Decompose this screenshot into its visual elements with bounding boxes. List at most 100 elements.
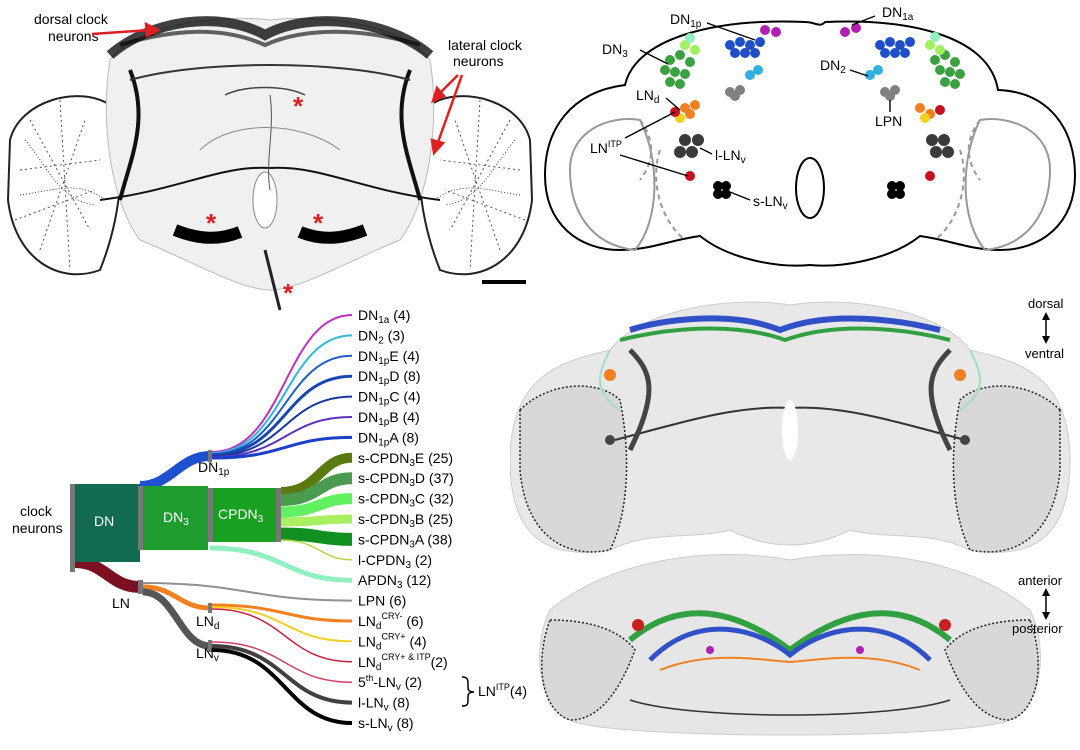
node-cpdn3-label: CPDN3 bbox=[218, 506, 264, 525]
sankey-link bbox=[211, 606, 353, 643]
sankey-link bbox=[211, 435, 353, 460]
sankey-item-label: DN1pD (8) bbox=[358, 368, 420, 387]
sankey-item-label: DN1pC (4) bbox=[358, 389, 420, 408]
sankey-link bbox=[280, 493, 353, 518]
node-cpdn3-bar-right bbox=[276, 488, 281, 542]
label-lateral-clock-neurons-line1: lateral clock bbox=[448, 37, 523, 53]
sankey-item-label: APDN3 (12) bbox=[358, 572, 431, 591]
sankey-link bbox=[280, 527, 353, 546]
label-posterior: posterior bbox=[1012, 621, 1063, 636]
label-l-lnv: l-LNv bbox=[715, 147, 746, 166]
label-ventral: ventral bbox=[1025, 346, 1064, 361]
panel-a-confocal-brain: * * * * dorsal clock neurons lateral clo… bbox=[6, 11, 534, 311]
render-frontal bbox=[510, 301, 1071, 553]
render-horizontal bbox=[539, 553, 1041, 736]
sankey-item-label: DN1pA (8) bbox=[358, 429, 419, 448]
label-clock-neurons-line1: clock bbox=[20, 503, 53, 519]
sankey-link bbox=[211, 314, 353, 453]
sankey-link bbox=[280, 472, 353, 506]
sankey-link bbox=[211, 641, 353, 683]
panel-b-schematic: DN1p DN1a DN3 DN2 LNd LNITP l-LNv s-LNv … bbox=[543, 4, 1077, 267]
node-ln-bar-2 bbox=[138, 580, 143, 594]
node-dn1p-bar bbox=[208, 450, 212, 462]
node-lnd-bar bbox=[208, 603, 212, 613]
node-dn3 bbox=[140, 486, 208, 550]
optic-lobe-left bbox=[6, 95, 122, 276]
label-lnd: LNd bbox=[636, 87, 659, 106]
node-dn-label: DN bbox=[94, 513, 114, 529]
node-dn3-label: DN3 bbox=[163, 509, 189, 528]
sankey-item-label: l-CPDN3 (2) bbox=[358, 552, 432, 571]
sankey-link bbox=[211, 644, 353, 705]
label-dorsal-clock-neurons-line2: neurons bbox=[48, 28, 99, 44]
label-s-lnv: s-LNv bbox=[753, 193, 788, 212]
sankey-link bbox=[280, 539, 353, 561]
node-ln-bar bbox=[70, 552, 75, 572]
central-brain bbox=[99, 16, 441, 311]
sankey-link-lnd bbox=[142, 584, 211, 611]
label-lpn: LPN bbox=[875, 113, 902, 129]
optic-lobe-outlines bbox=[568, 118, 1052, 252]
sankey-item-label: DN1pE (4) bbox=[358, 348, 420, 367]
panel-d-3d-render: dorsal ventral anterior posterior bbox=[510, 296, 1071, 736]
sankey-link bbox=[209, 545, 353, 583]
sankey-item-label: DN2 (3) bbox=[358, 327, 405, 346]
ln-itp-brace-label: LNITP(4) bbox=[478, 682, 527, 699]
node-dn bbox=[72, 484, 140, 562]
label-ln-itp: LNITP bbox=[590, 139, 622, 156]
axis-anterior-posterior: anterior posterior bbox=[1012, 573, 1063, 636]
label-dn2: DN2 bbox=[820, 57, 846, 76]
label-dorsal: dorsal bbox=[1028, 296, 1064, 311]
sankey-link-dn1p bbox=[139, 451, 211, 491]
sankey-links bbox=[74, 314, 353, 725]
label-anterior: anterior bbox=[1018, 573, 1063, 588]
sankey-item-label: s-CPDN3E (25) bbox=[358, 450, 453, 469]
sankey-link bbox=[280, 452, 353, 497]
label-dn3: DN3 bbox=[602, 41, 628, 60]
sankey-link bbox=[211, 416, 353, 458]
sankey-item-label: s-LNv (8) bbox=[358, 715, 414, 734]
label-dn1a: DN1a bbox=[882, 4, 914, 23]
sankey-link bbox=[211, 608, 353, 663]
label-leader-lines bbox=[619, 15, 891, 201]
asterisk-2: * bbox=[206, 208, 217, 238]
node-lnv-bar bbox=[208, 640, 212, 652]
sankey-link bbox=[211, 374, 353, 457]
asterisk-1: * bbox=[293, 91, 304, 121]
sankey-link-ln bbox=[74, 556, 141, 593]
label-dn1p: DN1p bbox=[670, 11, 702, 30]
sankey-item-label: LNdCRY- (6) bbox=[358, 611, 423, 632]
sankey-link bbox=[211, 395, 353, 457]
sankey-nodes bbox=[70, 450, 281, 652]
label-dorsal-clock-neurons-line1: dorsal clock bbox=[34, 11, 109, 27]
axis-dorsal-ventral: dorsal ventral bbox=[1025, 296, 1064, 361]
node-dn1p-label: DN1p bbox=[198, 459, 230, 478]
sankey-item-label: DN1pB (4) bbox=[358, 409, 420, 428]
sankey-item-label: 5th-LNv (2) bbox=[358, 673, 422, 693]
sankey-item-label: l-LNv (8) bbox=[358, 695, 410, 714]
sankey-link bbox=[211, 603, 353, 623]
sankey-item-label: s-CPDN3A (38) bbox=[358, 531, 452, 550]
label-clock-neurons-line2: neurons bbox=[12, 520, 63, 536]
ln-itp-brace bbox=[461, 676, 475, 707]
optic-lobe-right bbox=[418, 95, 534, 276]
sankey-link bbox=[211, 334, 353, 454]
asterisk-4: * bbox=[283, 278, 294, 308]
sankey-link bbox=[139, 582, 353, 602]
node-dn3-bar bbox=[138, 486, 143, 550]
label-lateral-clock-neurons-line2: neurons bbox=[453, 53, 504, 69]
sankey-link bbox=[211, 354, 353, 455]
sankey-item-label: s-CPDN3D (37) bbox=[358, 470, 454, 489]
node-ln-label: LN bbox=[112, 595, 130, 611]
sankey-link bbox=[211, 648, 353, 725]
sankey-item-label: LNdCRY+ (4) bbox=[358, 631, 427, 652]
sankey-item-label: LNdCRY+ & ITP(2) bbox=[358, 652, 448, 673]
node-cpdn3 bbox=[210, 488, 278, 542]
sankey-item-label: DN1a (4) bbox=[358, 307, 410, 326]
node-dn-bar-left bbox=[70, 484, 75, 562]
sankey-link bbox=[280, 514, 353, 527]
neuron-cell-dots bbox=[660, 23, 965, 199]
esophagus-hole bbox=[795, 157, 825, 219]
sankey-item-label: LPN (6) bbox=[358, 593, 406, 609]
node-cpdn3-bar-left bbox=[208, 488, 213, 542]
